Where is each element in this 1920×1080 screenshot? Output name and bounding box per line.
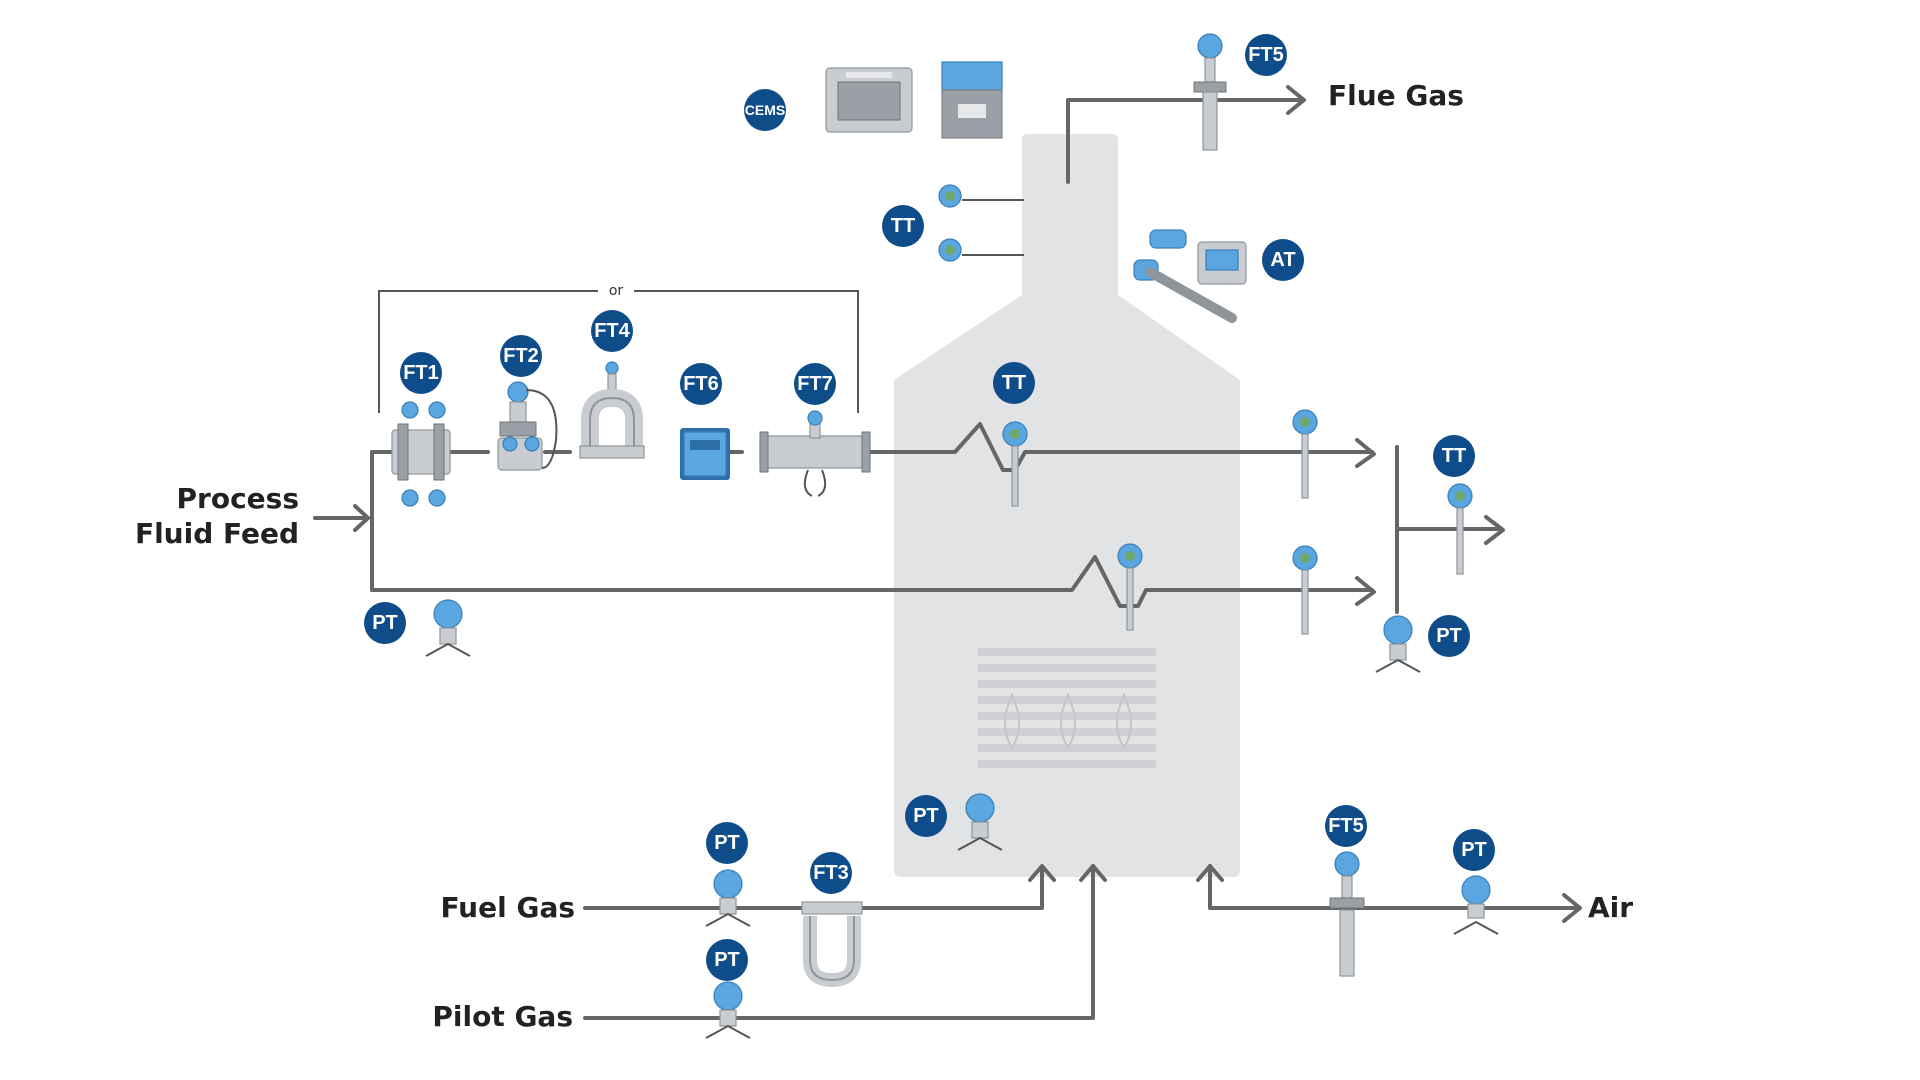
svg-text:PT: PT: [1436, 625, 1462, 647]
process-feed-pipe: [313, 422, 1376, 592]
flue-gas-label: Flue Gas: [1328, 79, 1464, 112]
pt-air-transmitter-icon: [1453, 875, 1499, 935]
svg-text:PT: PT: [372, 612, 398, 634]
tt-manifold-thermocouple-icon: [1447, 483, 1473, 575]
ft2-badge: FT2: [500, 335, 542, 377]
svg-text:FT1: FT1: [403, 362, 439, 384]
pt-pilot-badge: PT: [706, 939, 748, 981]
ft5-air-badge: FT5: [1325, 805, 1367, 847]
process-fluid-label-line1: Process: [177, 482, 300, 515]
ft7-badge: FT7: [794, 363, 836, 405]
pt-firebox-transmitter-icon: [957, 793, 1003, 851]
ft5-flue-badge: FT5: [1245, 34, 1287, 76]
pt-firebox-badge: PT: [905, 795, 947, 837]
tt-outlet-thermocouple-icon: [1292, 409, 1318, 499]
svg-text:FT4: FT4: [594, 320, 630, 342]
fuel-gas-label: Fuel Gas: [440, 891, 575, 924]
svg-text:CEMS: CEMS: [745, 102, 785, 118]
svg-text:FT5: FT5: [1328, 815, 1364, 837]
svg-text:TT: TT: [1442, 445, 1466, 467]
svg-text:PT: PT: [1461, 839, 1487, 861]
ft1-badge: FT1: [400, 352, 442, 394]
pt-inlet-transmitter-icon: [425, 599, 471, 657]
cems-badge: CEMS: [744, 89, 786, 131]
at-oxygen-analyzer-icon: [1133, 229, 1247, 323]
ft3-coriolis-flowmeter-icon: [801, 901, 863, 988]
tt-coil-badge: TT: [993, 362, 1035, 404]
pt-air-badge: PT: [1453, 829, 1495, 871]
tt-stack-badge: TT: [882, 205, 924, 247]
pt-fuel-badge: PT: [706, 822, 748, 864]
pt-pilot-transmitter-icon: [705, 981, 751, 1039]
ft3-badge: FT3: [810, 852, 852, 894]
pilot-gas-pipe: [583, 864, 1107, 1020]
air-label: Air: [1588, 891, 1633, 924]
svg-text:FT2: FT2: [503, 345, 539, 367]
flue-gas-pipe: [1066, 85, 1306, 184]
air-pipe: [1196, 864, 1582, 923]
pt-fuel-transmitter-icon: [705, 869, 751, 927]
svg-text:TT: TT: [1002, 372, 1026, 394]
tt-stack-thermocouple-icon: [938, 238, 1024, 262]
pt-inlet-badge: PT: [364, 602, 406, 644]
svg-text:AT: AT: [1270, 249, 1295, 271]
pt-outlet-transmitter-icon: [1375, 615, 1421, 673]
flowmeter-or-bracket: or: [378, 283, 859, 413]
svg-text:FT6: FT6: [683, 373, 719, 395]
pilot-gas-label: Pilot Gas: [432, 1000, 573, 1033]
svg-text:PT: PT: [913, 805, 939, 827]
cems-analyzer-unit-icon: [941, 61, 1003, 139]
flame-icon: [1116, 692, 1132, 750]
ft4-badge: FT4: [591, 310, 633, 352]
tt-outlet-badge: TT: [1433, 435, 1475, 477]
ft5-flue-transmitter-icon: [1193, 33, 1227, 151]
pt-outlet-badge: PT: [1428, 615, 1470, 657]
svg-text:TT: TT: [891, 215, 915, 237]
flame-icon: [1004, 692, 1020, 750]
cems-analyzer-cabinet-icon: [825, 67, 913, 133]
svg-text:FT7: FT7: [797, 373, 833, 395]
burner-box: [978, 648, 1156, 768]
ft7-vortex-flowmeter-icon: [759, 410, 871, 497]
tt-coil-thermocouple-icon: [1002, 421, 1028, 507]
tt-outlet-thermocouple-icon: [1292, 545, 1318, 635]
ft4-coriolis-flowmeter-icon: [579, 361, 645, 459]
svg-text:PT: PT: [714, 832, 740, 854]
ft2-dp-flowmeter-icon: [497, 381, 558, 471]
ft1-dual-transmitter-icon: [391, 401, 451, 507]
ft6-badge: FT6: [680, 363, 722, 405]
outlet-manifold-pipe: [1395, 445, 1505, 614]
lower-coil-pipe: [370, 555, 1376, 608]
flame-icon: [1060, 692, 1076, 750]
svg-text:FT3: FT3: [813, 862, 849, 884]
tt-coil-thermocouple-icon: [1117, 543, 1143, 631]
process-fluid-label-line2: Fluid Feed: [135, 517, 299, 550]
ft5-air-flowmeter-icon: [1329, 851, 1365, 977]
svg-text:FT5: FT5: [1248, 44, 1284, 66]
svg-text:PT: PT: [714, 949, 740, 971]
ft6-ultrasonic-transmitter-icon: [680, 428, 730, 480]
tt-stack-thermocouple-icon: [938, 184, 1024, 208]
fired-heater-vessel: [894, 134, 1240, 877]
fuel-gas-pipe: [583, 864, 1056, 910]
or-label: or: [609, 283, 624, 299]
at-badge: AT: [1262, 239, 1304, 281]
